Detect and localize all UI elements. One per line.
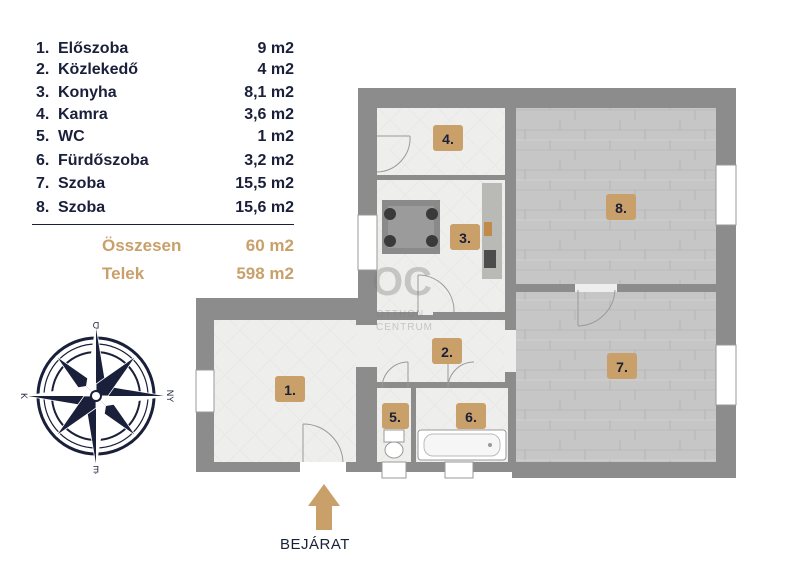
room-badge-1: 1.: [275, 376, 305, 402]
legend-room-area: 15,6 m2: [235, 199, 294, 216]
room-badge-8: 8.: [606, 194, 636, 220]
svg-text:3.: 3.: [459, 230, 471, 246]
legend-number: 8.: [36, 199, 50, 216]
window: [357, 214, 378, 271]
legend-number: 1.: [36, 40, 50, 57]
legend-room-area: 3,2 m2: [244, 152, 294, 169]
svg-text:5.: 5.: [389, 409, 401, 425]
svg-text:6.: 6.: [465, 409, 477, 425]
door: [417, 265, 455, 315]
legend-row-7: 7. Szoba 15,5 m2: [32, 175, 294, 195]
legend-room-name: Szoba: [58, 199, 106, 216]
kitchen-counter-icon: [482, 183, 502, 279]
legend-room-area: 9 m2: [257, 40, 294, 57]
legend-room-name: Fürdőszoba: [58, 152, 149, 169]
door: [376, 135, 411, 174]
legend-room-area: 15,5 m2: [235, 175, 294, 192]
total-area-label: Összesen: [102, 236, 182, 255]
total-area-row: Összesen 60 m2: [102, 236, 294, 258]
dining-table-icon: [382, 200, 440, 254]
svg-text:1.: 1.: [284, 382, 296, 398]
legend-room-area: 3,6 m2: [244, 106, 294, 123]
window: [715, 164, 737, 226]
door: [356, 325, 377, 367]
legend-room-area: 4 m2: [257, 61, 294, 78]
window: [444, 461, 474, 479]
room-badge-7: 7.: [607, 353, 637, 379]
door: [300, 423, 346, 474]
legend-row-5: 5. WC 1 m2: [32, 128, 294, 148]
legend-number: 2.: [36, 61, 50, 78]
legend-room-name: Kamra: [58, 106, 108, 123]
legend-row-4: 4. Kamra 3,6 m2: [32, 106, 294, 126]
otthon-centrum-watermark: OC OTTHON CENTRUM: [372, 260, 433, 333]
door: [447, 361, 475, 389]
legend-row-3: 3. Konyha 8,1 m2: [32, 84, 294, 104]
legend-room-area: 8,1 m2: [244, 84, 294, 101]
total-area-value: 60 m2: [245, 236, 294, 255]
svg-text:OC: OC: [372, 260, 432, 304]
legend-number: 7.: [36, 175, 50, 192]
entrance-label: BEJÁRAT: [280, 536, 350, 553]
door: [505, 330, 516, 372]
bathtub-icon: [417, 429, 507, 461]
window: [715, 344, 737, 406]
legend-room-name: WC: [58, 128, 85, 145]
window: [381, 461, 407, 479]
svg-text:CENTRUM: CENTRUM: [376, 322, 433, 333]
svg-text:8.: 8.: [615, 200, 627, 216]
legend-room-area: 1 m2: [257, 128, 294, 145]
legend-row-8: 8. Szoba 15,6 m2: [32, 199, 294, 219]
legend-room-name: Konyha: [58, 84, 117, 101]
legend-room-name: Szoba: [58, 175, 106, 192]
legend-number: 5.: [36, 128, 50, 145]
svg-text:OTTHON: OTTHON: [376, 309, 424, 320]
toilet-icon: [383, 429, 405, 459]
compass-west-label: NY: [165, 390, 175, 403]
room-badge-4: 4.: [433, 125, 463, 151]
compass-east-label: K: [19, 393, 29, 399]
legend-divider: [32, 224, 294, 225]
legend-row-2: 2. Közlekedő 4 m2: [32, 61, 294, 81]
compass-north-label: É: [93, 464, 99, 474]
entrance-arrow-icon: [308, 484, 340, 530]
legend-room-name: Közlekedő: [58, 61, 139, 78]
room-badge-3: 3.: [450, 224, 480, 250]
plot-area-row: Telek 598 m2: [102, 264, 294, 286]
legend-room-name: Előszoba: [58, 40, 129, 57]
legend-row-6: 6. Fürdőszoba 3,2 m2: [32, 152, 294, 172]
room-badge-2: 2.: [432, 338, 462, 364]
plot-area-value: 598 m2: [236, 264, 294, 283]
svg-text:2.: 2.: [441, 344, 453, 360]
plot-area-label: Telek: [102, 264, 145, 283]
door: [381, 361, 409, 389]
legend-number: 6.: [36, 152, 50, 169]
compass-rose-icon: D É K NY: [19, 320, 175, 474]
room-badge-6: 6.: [456, 403, 486, 429]
legend-number: 3.: [36, 84, 50, 101]
svg-text:4.: 4.: [442, 131, 454, 147]
door: [575, 284, 617, 327]
compass-south-label: D: [92, 320, 99, 330]
svg-text:7.: 7.: [616, 359, 628, 375]
room-badge-5: 5.: [382, 403, 409, 429]
window: [195, 369, 215, 413]
legend-number: 4.: [36, 106, 50, 123]
legend-row-1: 1. Előszoba 9 m2: [32, 40, 294, 60]
